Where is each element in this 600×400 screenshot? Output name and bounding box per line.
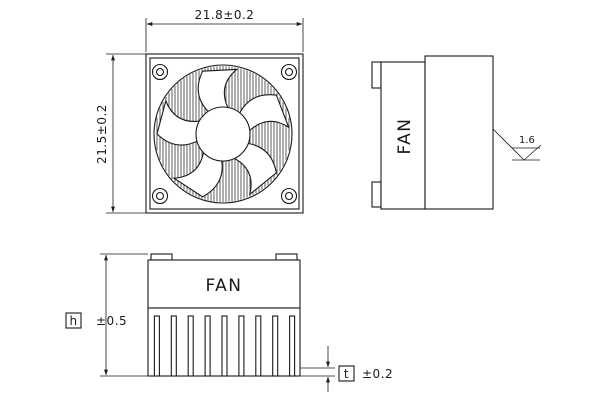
bottom-tab-left — [150, 253, 173, 261]
mounting-hole-top-right — [280, 63, 298, 81]
fan-hub — [195, 106, 251, 162]
side-tab-bottom — [371, 181, 382, 208]
front-view: 21.8±0.2 21.5±0.2 — [95, 8, 304, 214]
fan-rotor — [153, 64, 293, 204]
fan-blade — [156, 99, 204, 146]
mounting-hole-top-left — [151, 63, 169, 81]
fin-slot — [204, 315, 211, 377]
surface-finish-value: 1.6 — [519, 135, 535, 146]
fin-slot — [153, 315, 160, 377]
bottom-fan-label: FAN — [205, 276, 242, 296]
fan-housing — [153, 64, 293, 204]
fin-slot — [272, 315, 279, 377]
fan-blade — [237, 94, 290, 135]
finish-check-long-leg — [523, 144, 542, 161]
side-view: FAN 1.6 — [371, 55, 542, 210]
fin-slot — [170, 315, 177, 377]
fin-slot — [221, 315, 228, 377]
side-heatsink-block — [380, 61, 426, 210]
fin-slot — [187, 315, 194, 377]
fan-blade — [230, 142, 278, 196]
h-tolerance: ±0.5 — [96, 314, 127, 328]
side-fan-body — [424, 55, 494, 210]
mounting-holes — [151, 63, 298, 205]
fin-slot — [289, 315, 296, 377]
heatsink-fin-slots — [153, 315, 296, 377]
fin-slot — [255, 315, 262, 377]
fan-blade — [197, 68, 239, 115]
bottom-tab-right — [275, 253, 298, 261]
t-symbol-box — [338, 365, 355, 382]
side-fan-label: FAN — [395, 117, 415, 154]
bottom-view: FAN h ±0.5 t ±0.2 — [65, 253, 393, 392]
surface-finish-symbol: 1.6 — [492, 128, 542, 161]
t-tolerance: ±0.2 — [362, 367, 393, 381]
fan-blades — [156, 68, 290, 198]
width-dimension-text: 21.8±0.2 — [195, 8, 255, 22]
mounting-hole-bottom-left — [151, 187, 169, 205]
front-plate-inner-edge — [149, 57, 300, 210]
finish-leader-line — [492, 128, 525, 161]
height-dimension-text: 21.5±0.2 — [95, 104, 109, 164]
side-tab-top — [371, 61, 382, 89]
mounting-hole-bottom-right — [280, 187, 298, 205]
h-symbol-box — [65, 312, 82, 329]
fan-blade — [172, 147, 223, 198]
fin-slot — [238, 315, 245, 377]
h-symbol: h — [69, 314, 77, 328]
t-symbol: t — [344, 367, 349, 381]
